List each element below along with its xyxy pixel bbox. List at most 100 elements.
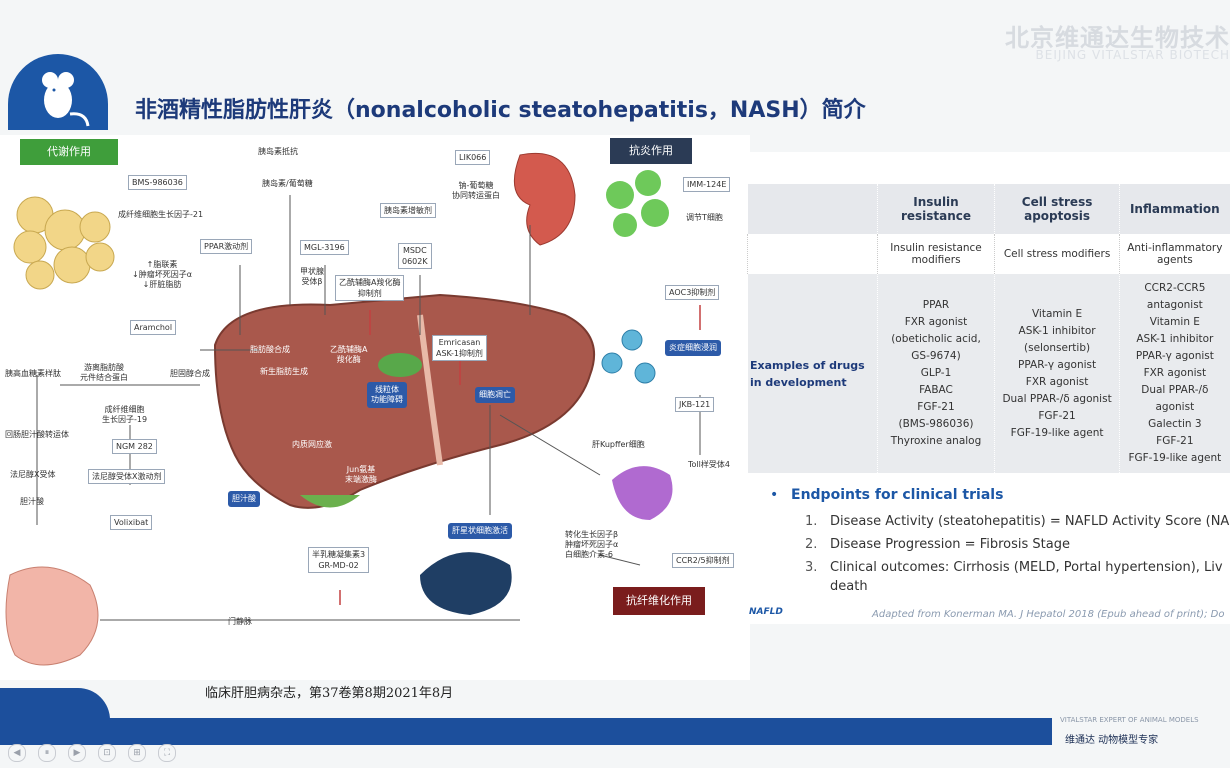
- table-header-cellstress: Cell stress apoptosis: [994, 184, 1120, 234]
- table-cell: FABAC: [919, 384, 953, 396]
- table-cell: Thyroxine analog: [890, 435, 982, 447]
- table-header-inflammation: Inflammation: [1118, 184, 1230, 234]
- volixibat-box: Volixibat: [110, 515, 153, 530]
- fgf21-label: 成纤维细胞生长因子-21: [118, 210, 204, 219]
- footer-bar: [0, 718, 1052, 745]
- journal-reference: 临床肝胆病杂志，第37卷第8期2021年8月: [205, 686, 454, 701]
- table-cell: PPAR: [922, 299, 950, 311]
- endpoint-item: Disease Activity (steatohepatitis) = NAF…: [830, 514, 1230, 529]
- table-cell: FXR agonist: [904, 316, 968, 328]
- endpoint-item: Disease Progression = Fibrosis Stage: [830, 537, 1070, 552]
- fxr-agonist-box: 法尼醇受体X激动剂: [88, 469, 166, 484]
- metabolic-section-label: 代谢作用: [20, 139, 118, 165]
- free-fa-label: 游离脂肪酸 元件结合蛋白: [80, 363, 128, 382]
- table-cell: PPAR-γ agonist: [1018, 358, 1097, 371]
- gr-md-02-box: 半乳糖凝集素3 GR-MD-02: [308, 547, 370, 573]
- pathway-arrows: [5, 152, 701, 666]
- table-cell: (BMS-986036): [898, 418, 974, 430]
- table-cell: ASK-1 inhibitor: [1136, 333, 1214, 345]
- table-sub-cellstress: Cell stress modifiers: [994, 234, 1120, 274]
- grid-icon[interactable]: ⊞: [128, 744, 146, 762]
- portal-vein-label: 门静脉: [228, 617, 252, 626]
- jkb121-box: JKB-121: [675, 397, 715, 412]
- table-cell: Galectin 3: [1148, 418, 1202, 430]
- table-cell: FGF-21: [917, 401, 955, 413]
- table-cell: CCR2-CCR5: [1144, 282, 1206, 294]
- watermark-en: BEIJING VITALSTAR BIOTECH: [1035, 48, 1230, 62]
- msdc-box: MSDC 0602K: [398, 243, 432, 269]
- watermark-cn: 北京维通达生物技术: [1005, 24, 1230, 52]
- lik066-box: LIK066: [455, 150, 491, 165]
- table-cell: Dual PPAR-/δ agonist: [1141, 384, 1209, 413]
- ileal-transporter-label: 回肠胆汁酸转运体: [5, 430, 69, 439]
- screen-icon[interactable]: ⊡: [98, 744, 116, 762]
- table-cell: (selonsertib): [1024, 341, 1091, 354]
- table-header-empty: [747, 184, 878, 234]
- pause-icon[interactable]: ⏸: [38, 744, 56, 762]
- footer-brand: 维通达 动物模型专家: [1065, 735, 1159, 746]
- table-cell: Vitamin E: [1149, 316, 1200, 328]
- anti-inflammatory-section-label: 抗炎作用: [610, 138, 692, 164]
- apoptosis-box: 细胞凋亡: [475, 387, 515, 403]
- tlr4-label: Toll样受体4: [688, 460, 730, 469]
- endpoint-num: 2.: [805, 537, 818, 552]
- next-icon[interactable]: ▶: [68, 744, 86, 762]
- table-cell: antagonist: [1146, 299, 1203, 311]
- endpoint-num: 1.: [805, 514, 818, 529]
- table-cell: ASK-1 inhibitor: [1018, 324, 1096, 337]
- table-sub-empty: [747, 234, 878, 274]
- bullet-icon: •: [770, 487, 779, 503]
- table-cell: FXR agonist: [1143, 367, 1207, 379]
- dnl-label: 新生脂肪生成: [260, 367, 308, 376]
- emricasan-box: Emricasan ASK-1抑制剂: [432, 335, 487, 361]
- mgl-box: MGL-3196: [300, 240, 349, 255]
- table-col-insulin: PPAR FXR agonist (obeticholic acid, GS-9…: [876, 274, 995, 473]
- inflam-infiltration-box: 炎症细胞浸润: [665, 340, 721, 356]
- ppar-box: PPAR激动剂: [200, 239, 253, 254]
- cytokines-label: 转化生长因子β 肿瘤坏死因子α 白细胞介素-6: [565, 530, 619, 559]
- insulin-glucose-label: 胰岛素/葡萄糖: [262, 179, 313, 188]
- imm124e-box: IMM-124E: [683, 177, 731, 192]
- table-sub-insulin: Insulin resistance modifiers: [876, 234, 995, 274]
- table-cell: (obeticholic acid,: [891, 333, 981, 345]
- endpoints-heading: Endpoints for clinical trials: [791, 487, 1004, 503]
- fullscreen-icon[interactable]: ⛶: [158, 744, 176, 762]
- endpoint-num: 3.: [805, 560, 818, 575]
- anti-fibrosis-section-label: 抗纤维化作用: [613, 587, 705, 615]
- ccr25-box: CCR2/5抑制剂: [672, 553, 734, 568]
- table-cell: FXR agonist: [1025, 375, 1089, 388]
- gut-label: 胆汁酸: [20, 497, 44, 506]
- kupffer-label: 肝Kupffer细胞: [592, 440, 645, 449]
- table-cell: FGF-19-like agent: [1128, 452, 1222, 464]
- chol-synth-label: 胆固醇合成: [170, 369, 210, 378]
- nash-pathway-diagram: 代谢作用 抗炎作用 抗纤维化作用 BMS-986036 成纤维细胞生长因子-21…: [0, 135, 750, 680]
- footer-small: VITALSTAR EXPERT OF ANIMAL MODELS: [1060, 716, 1199, 724]
- insulin-sensitizer-box: 胰岛素增敏剂: [380, 203, 436, 218]
- footer-wave: [0, 688, 110, 720]
- endpoint-item: death: [830, 579, 868, 594]
- jnk-label: Jun氨基 末端激酶: [345, 465, 377, 484]
- aramchol-box: Aramchol: [130, 320, 177, 335]
- table-col-inflammation: CCR2-CCR5 antagonist Vitamin E ASK-1 inh…: [1118, 274, 1230, 473]
- drug-development-panel: Insulin resistance Cell stress apoptosis…: [747, 152, 1230, 624]
- page-title: 非酒精性脂肪性肝炎（nonalcoholic steatohepatitis，N…: [135, 98, 866, 123]
- table-header-insulin: Insulin resistance: [876, 184, 995, 234]
- table-cell: GLP-1: [920, 367, 952, 379]
- ngm282-box: NGM 282: [112, 439, 157, 454]
- fa-synthesis-label: 脂肪酸合成: [250, 345, 290, 354]
- table-cell: Dual PPAR-/δ agonist: [1002, 392, 1112, 405]
- thyroid-label: 甲状腺 受体β: [300, 267, 324, 286]
- table-sub-inflammation: Anti-inflammatory agents: [1118, 234, 1230, 274]
- prev-icon[interactable]: ◀: [8, 744, 26, 762]
- table-cell: GS-9674): [911, 350, 961, 362]
- aoc3-box: AOC3抑制剂: [665, 285, 720, 300]
- table-col-cellstress: Vitamin E ASK-1 inhibitor (selonsertib) …: [994, 274, 1120, 473]
- acc-label: 乙酰辅酶A 羧化酶: [330, 345, 368, 364]
- player-controls: ◀ ⏸ ▶ ⊡ ⊞ ⛶: [8, 744, 176, 762]
- glp-label: 胰高血糖素样肽: [5, 369, 61, 378]
- table-cell: FGF-21: [1038, 409, 1076, 422]
- mouse-icon: [42, 72, 90, 127]
- drug-table: Insulin resistance Cell stress apoptosis…: [747, 184, 1230, 473]
- table-cell: FGF-21: [1156, 435, 1194, 447]
- adiponectin-label: ↑脂联素 ↓肿瘤坏死因子α ↓肝脏脂肪: [132, 260, 192, 289]
